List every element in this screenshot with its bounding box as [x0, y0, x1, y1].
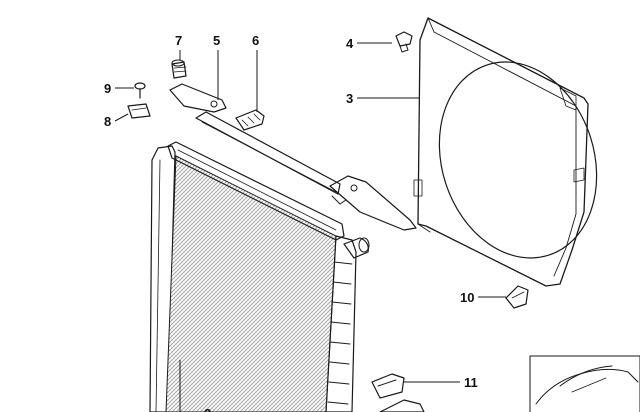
fan-shroud [413, 17, 598, 287]
callout-4: 4 [346, 36, 354, 51]
part-4-clip [395, 31, 413, 53]
radiator-hose-neck [343, 237, 369, 259]
callout-3: 3 [346, 91, 353, 106]
part-9-screw [134, 82, 146, 99]
radiator [149, 141, 370, 412]
bracket-end-plate [329, 175, 417, 231]
radiator-top-frame [167, 141, 345, 241]
callout-11: 11 [464, 375, 478, 390]
leader-lines [114, 42, 506, 412]
part-8-nut [127, 103, 151, 119]
callout-10: 10 [460, 290, 474, 305]
car-thumbnail [529, 355, 640, 412]
callouts: 7 5 6 4 3 9 8 10 11 2 [104, 33, 478, 412]
callout-8: 8 [104, 114, 111, 129]
shroud-frame [417, 17, 589, 287]
radiator-core [165, 155, 337, 412]
callout-2: 2 [204, 406, 211, 412]
upper-bracket [169, 83, 417, 231]
callout-9: 9 [104, 81, 111, 96]
part-11-bracket [371, 373, 425, 412]
part-10-clip [505, 285, 529, 309]
part-7-grommet [171, 59, 187, 79]
callout-5: 5 [213, 33, 220, 48]
radiator-right-tank [325, 235, 357, 412]
part-6-holder [235, 109, 265, 131]
radiator-left-tank [149, 145, 176, 412]
callout-7: 7 [175, 33, 182, 48]
shroud-fan-opening [438, 61, 598, 259]
callout-6: 6 [252, 33, 259, 48]
